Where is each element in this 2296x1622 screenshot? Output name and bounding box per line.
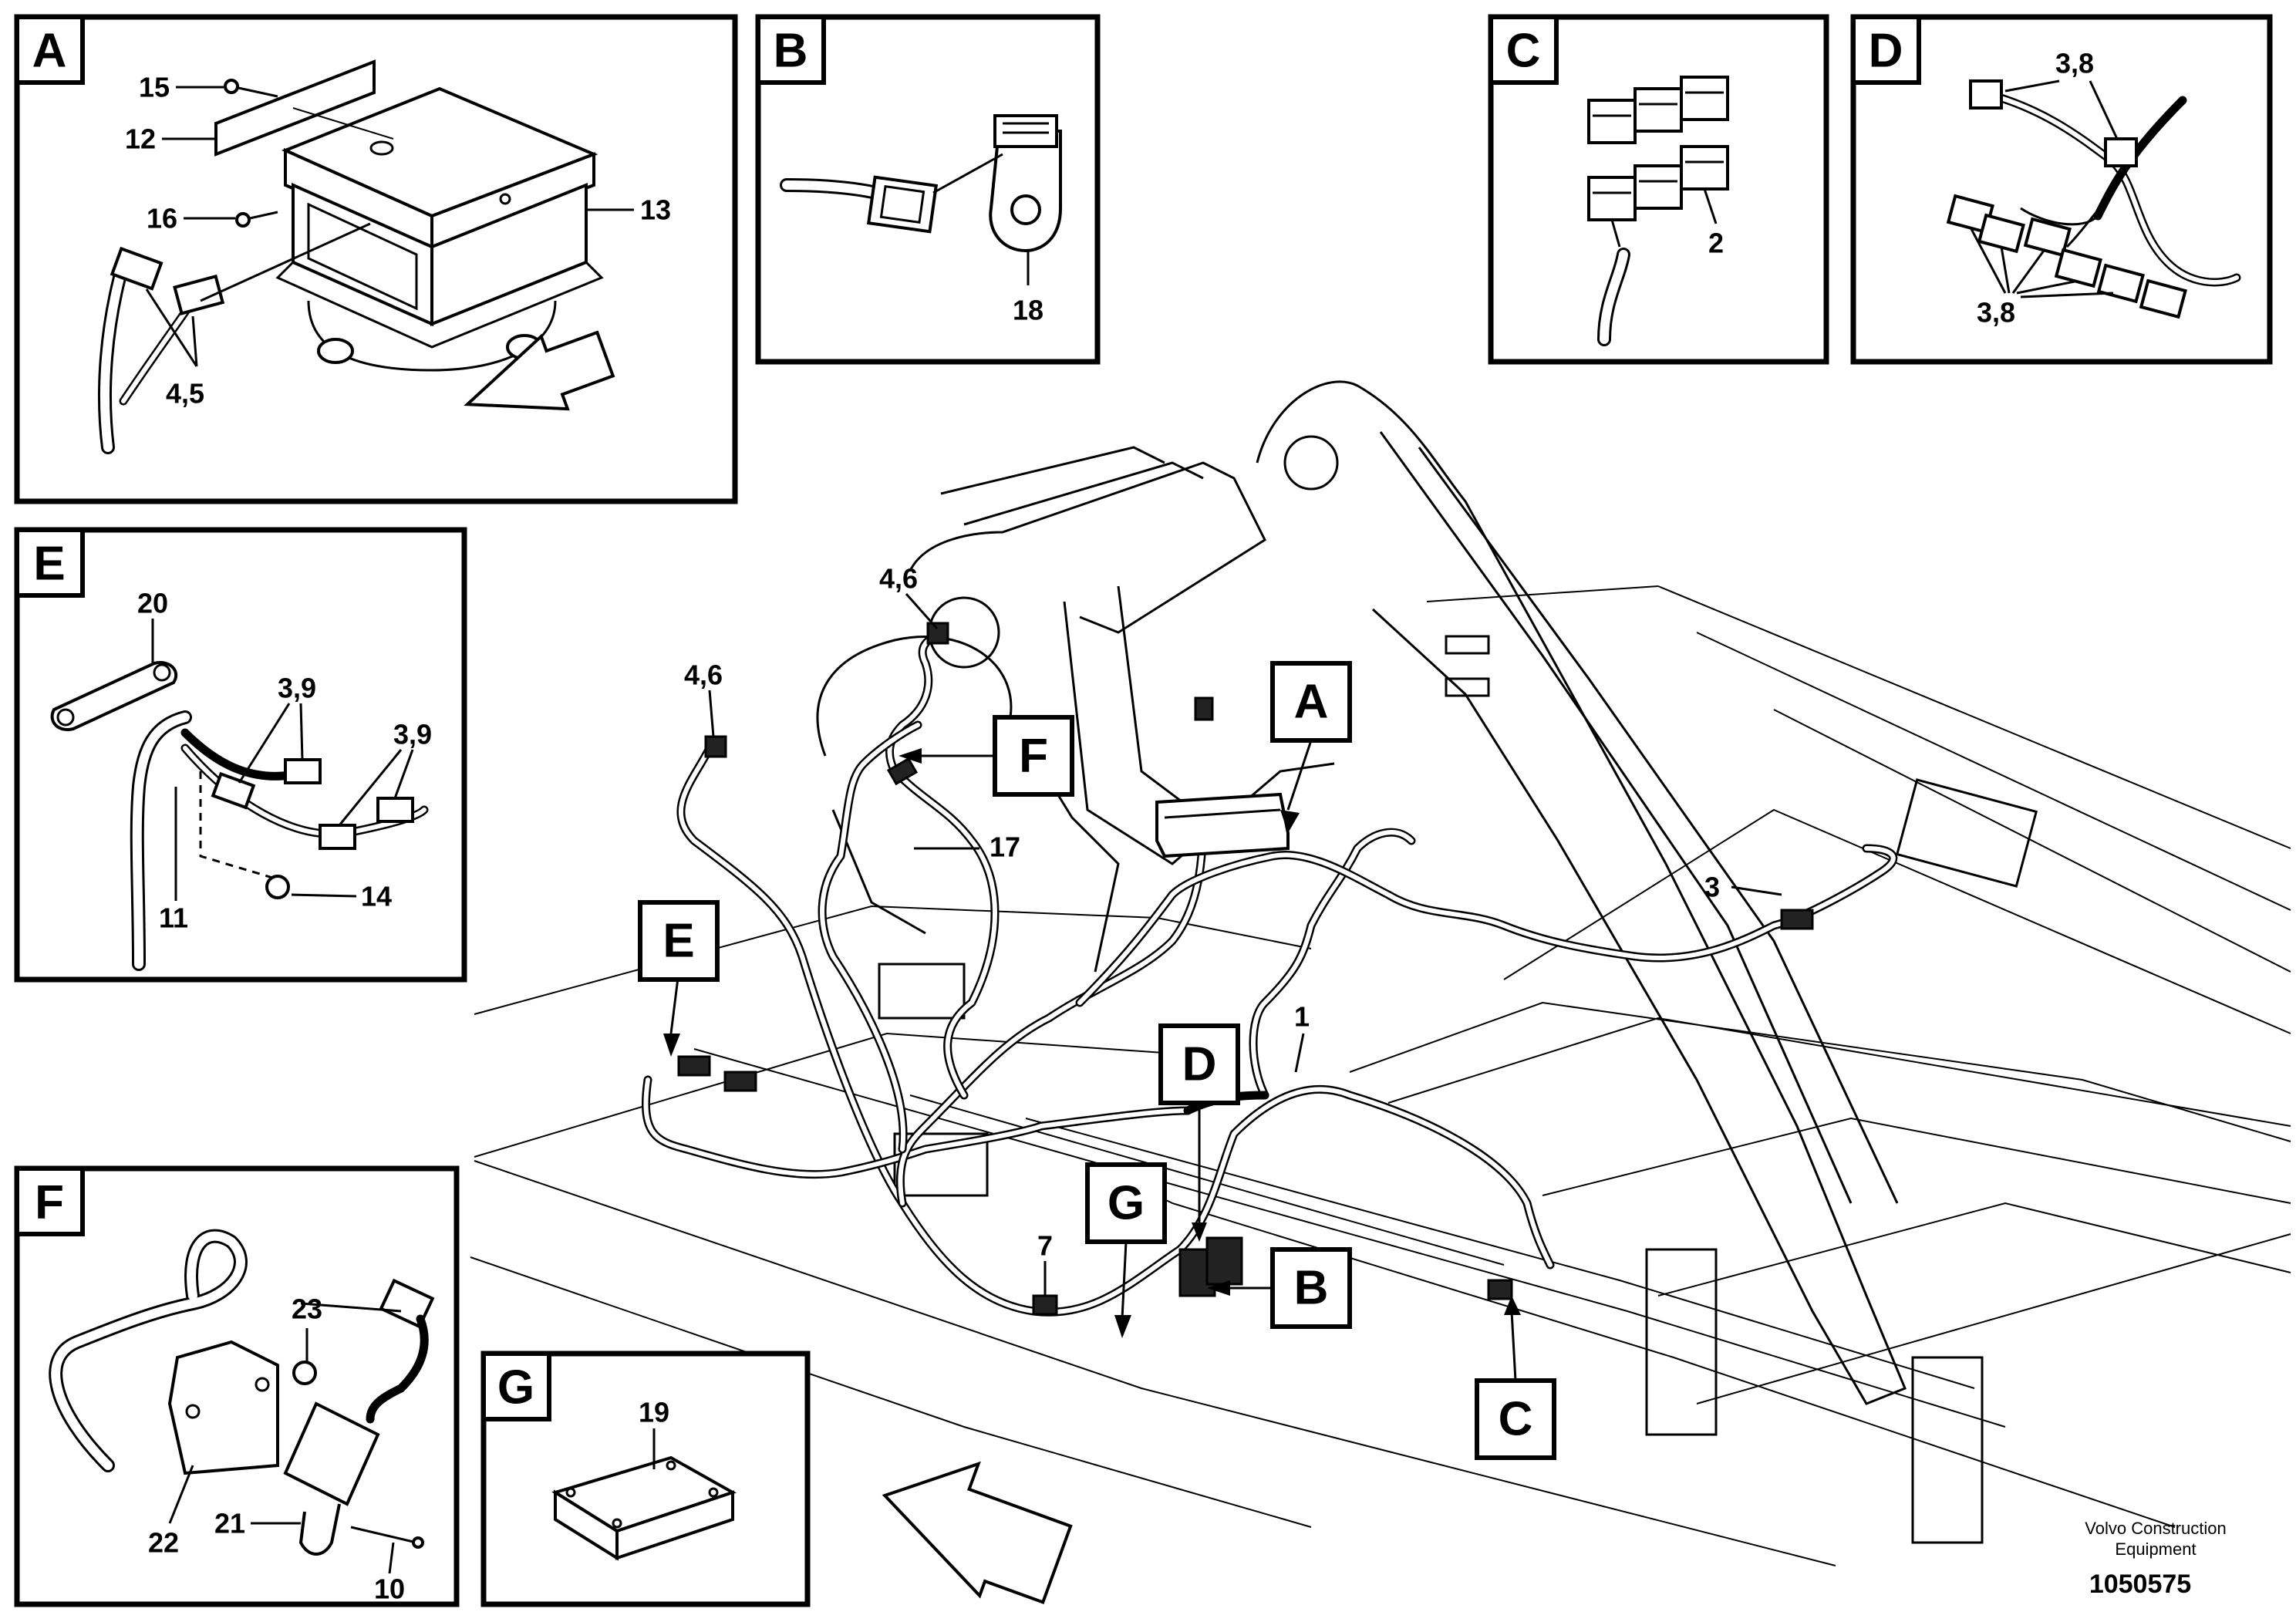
detail-view-e: E 20 3,9 3,9 11 14 bbox=[14, 527, 467, 983]
main-callout-4-6-lower: 4,6 bbox=[684, 659, 723, 691]
detail-g-callout-19: 19 bbox=[639, 1397, 669, 1428]
main-tag-f: F bbox=[1019, 730, 1048, 783]
detail-a-callout-16: 16 bbox=[147, 203, 177, 234]
direction-arrow-main bbox=[882, 1461, 1073, 1604]
detail-view-c: C 2 bbox=[1488, 14, 1829, 365]
detail-f-callout-22: 22 bbox=[148, 1527, 179, 1559]
main-view-annotations: A F E D G B C 4,6 4,6 17 bbox=[638, 563, 1782, 1460]
detail-f-callout-21: 21 bbox=[214, 1508, 245, 1539]
detail-a-callout-12: 12 bbox=[125, 123, 156, 155]
main-tag-b: B bbox=[1294, 1262, 1329, 1315]
detail-e-callout-11: 11 bbox=[159, 902, 188, 934]
detail-a-callout-4-5: 4,5 bbox=[166, 378, 204, 410]
main-callout-17: 17 bbox=[990, 831, 1020, 863]
footer-doc-number: 1050575 bbox=[2089, 1570, 2191, 1599]
detail-e-tag: E bbox=[33, 538, 65, 591]
detail-view-f: F 23 22 21 10 bbox=[14, 1165, 460, 1607]
detail-e-callout-3-9-left: 3,9 bbox=[278, 673, 316, 704]
detail-d-callout-3-8-lower: 3,8 bbox=[1977, 297, 2015, 329]
detail-e-callout-3-9-right: 3,9 bbox=[393, 719, 432, 750]
main-callout-7: 7 bbox=[1037, 1230, 1053, 1262]
main-tag-d: D bbox=[1182, 1038, 1217, 1091]
detail-e-callout-20: 20 bbox=[137, 588, 168, 619]
detail-c-tag: C bbox=[1506, 25, 1541, 78]
main-tag-e: E bbox=[663, 915, 694, 968]
detail-c-callout-2: 2 bbox=[1708, 228, 1724, 259]
footer: Volvo Construction Equipment 1050575 bbox=[2085, 1519, 2226, 1599]
detail-d-tag: D bbox=[1869, 25, 1903, 78]
detail-f-callout-23: 23 bbox=[292, 1293, 322, 1325]
main-callout-3: 3 bbox=[1704, 872, 1720, 903]
detail-view-a: A 15 12 bbox=[14, 14, 738, 504]
detail-a-tag: A bbox=[32, 25, 67, 78]
harness-cables bbox=[641, 622, 1898, 1317]
main-callout-1: 1 bbox=[1294, 1001, 1310, 1033]
detail-view-g: G 19 bbox=[480, 1351, 811, 1607]
detail-f-tag: F bbox=[35, 1176, 64, 1229]
detail-a-callout-15: 15 bbox=[139, 72, 170, 103]
detail-g-tag: G bbox=[497, 1361, 534, 1415]
detail-a-callout-13: 13 bbox=[640, 194, 671, 226]
detail-b-tag: B bbox=[774, 25, 808, 78]
main-tag-c: C bbox=[1499, 1393, 1533, 1446]
detail-f-callout-10: 10 bbox=[374, 1573, 405, 1605]
detail-view-d: D 3,8 3,8 bbox=[1850, 14, 2273, 365]
detail-b-callout-18: 18 bbox=[1013, 295, 1043, 326]
detail-d-callout-3-8-upper: 3,8 bbox=[2055, 48, 2094, 79]
detail-view-b: B 18 bbox=[755, 14, 1101, 365]
main-tag-g: G bbox=[1108, 1177, 1145, 1230]
main-callout-4-6-upper: 4,6 bbox=[879, 563, 918, 595]
footer-company-line2: Equipment bbox=[2115, 1539, 2196, 1559]
footer-company-line1: Volvo Construction bbox=[2085, 1519, 2226, 1538]
main-tag-a: A bbox=[1294, 676, 1329, 729]
detail-e-callout-14: 14 bbox=[361, 881, 392, 912]
